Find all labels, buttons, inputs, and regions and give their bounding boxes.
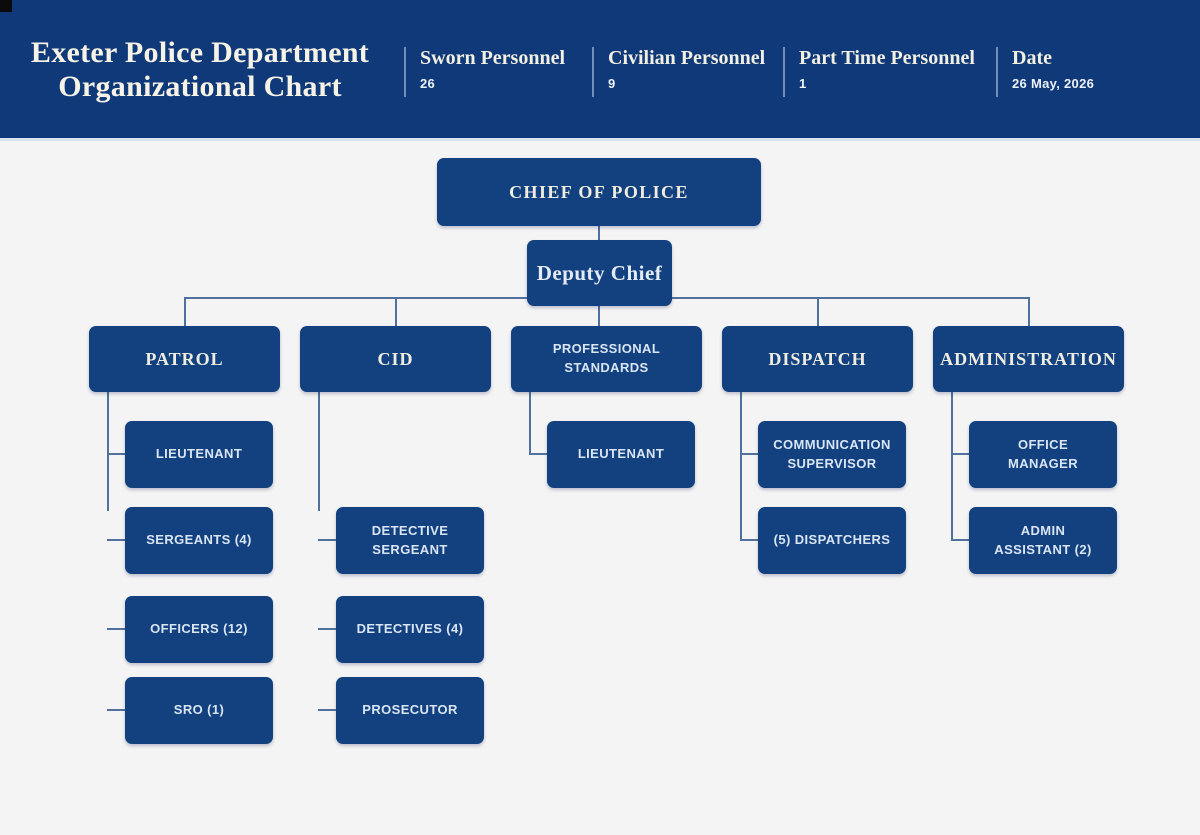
page-title-line2: Organizational Chart xyxy=(58,70,342,103)
dept-administration: ADMINISTRATION xyxy=(933,326,1124,392)
page-title-line1: Exeter Police Department xyxy=(30,36,370,69)
connector-line xyxy=(107,709,125,711)
connector-line xyxy=(184,297,527,299)
connector-line xyxy=(107,453,125,455)
child-patrol-lieutenant: LIEUTENANT xyxy=(125,421,273,488)
connector-line xyxy=(395,297,397,327)
child-cid-detective-sergeant: DETECTIVE SERGEANT xyxy=(336,507,484,574)
stat-part-time-personnel: Part Time Personnel 1 xyxy=(783,47,975,97)
stat-label: Part Time Personnel xyxy=(799,47,975,69)
connector-line xyxy=(817,297,819,327)
connector-line xyxy=(951,539,969,541)
connector-line xyxy=(318,709,336,711)
connector-line xyxy=(740,539,758,541)
dept-patrol: PATROL xyxy=(89,326,280,392)
connector-line xyxy=(529,453,547,455)
connector-line xyxy=(740,453,758,455)
connector-line xyxy=(672,297,1030,299)
header: Exeter Police Department Organizational … xyxy=(0,0,1200,141)
connector-line xyxy=(951,453,969,455)
stat-value: 1 xyxy=(799,76,807,91)
node-chief-of-police: CHIEF OF POLICE xyxy=(437,158,761,226)
child-dispatch-communication-supervisor: COMMUNICATION SUPERVISOR xyxy=(758,421,906,488)
dept-professional-standards: PROFESSIONAL STANDARDS xyxy=(511,326,702,392)
stat-label: Sworn Personnel xyxy=(420,47,565,69)
connector-line xyxy=(951,392,953,541)
child-patrol-sro: SRO (1) xyxy=(125,677,273,744)
connector-line xyxy=(107,392,109,511)
connector-line xyxy=(529,392,531,455)
child-administration-admin-assistant: ADMIN ASSISTANT (2) xyxy=(969,507,1117,574)
page-title: Exeter Police Department Organizational … xyxy=(0,36,400,104)
node-deputy-chief: Deputy Chief xyxy=(527,240,672,306)
connector-line xyxy=(318,392,320,511)
stat-value: 9 xyxy=(608,76,616,91)
child-administration-office-manager: OFFICE MANAGER xyxy=(969,421,1117,488)
dept-dispatch: DISPATCH xyxy=(722,326,913,392)
connector-line xyxy=(318,539,336,541)
child-professional-standards-lieutenant: LIEUTENANT xyxy=(547,421,695,488)
stat-value: 26 May, 2026 xyxy=(1012,76,1095,91)
connector-line xyxy=(184,297,186,327)
child-cid-detectives: DETECTIVES (4) xyxy=(336,596,484,663)
stat-civilian-personnel: Civilian Personnel 9 xyxy=(592,47,765,97)
connector-line xyxy=(740,392,742,541)
corner-mark xyxy=(0,0,12,12)
stat-label: Civilian Personnel xyxy=(608,47,766,69)
child-dispatch-dispatchers: (5) DISPATCHERS xyxy=(758,507,906,574)
child-cid-prosecutor: PROSECUTOR xyxy=(336,677,484,744)
connector-line xyxy=(1028,297,1030,327)
child-patrol-officers: OFFICERS (12) xyxy=(125,596,273,663)
connector-line xyxy=(107,539,125,541)
child-patrol-sergeants: SERGEANTS (4) xyxy=(125,507,273,574)
connector-line xyxy=(598,306,600,327)
stat-value: 26 xyxy=(420,76,436,91)
stat-date: Date 26 May, 2026 xyxy=(996,47,1094,97)
connector-line xyxy=(107,628,125,630)
stat-label: Date xyxy=(1012,47,1052,69)
connector-line xyxy=(318,628,336,630)
connector-line xyxy=(598,226,600,240)
dept-cid: CID xyxy=(300,326,491,392)
stat-sworn-personnel: Sworn Personnel 26 xyxy=(404,47,565,97)
